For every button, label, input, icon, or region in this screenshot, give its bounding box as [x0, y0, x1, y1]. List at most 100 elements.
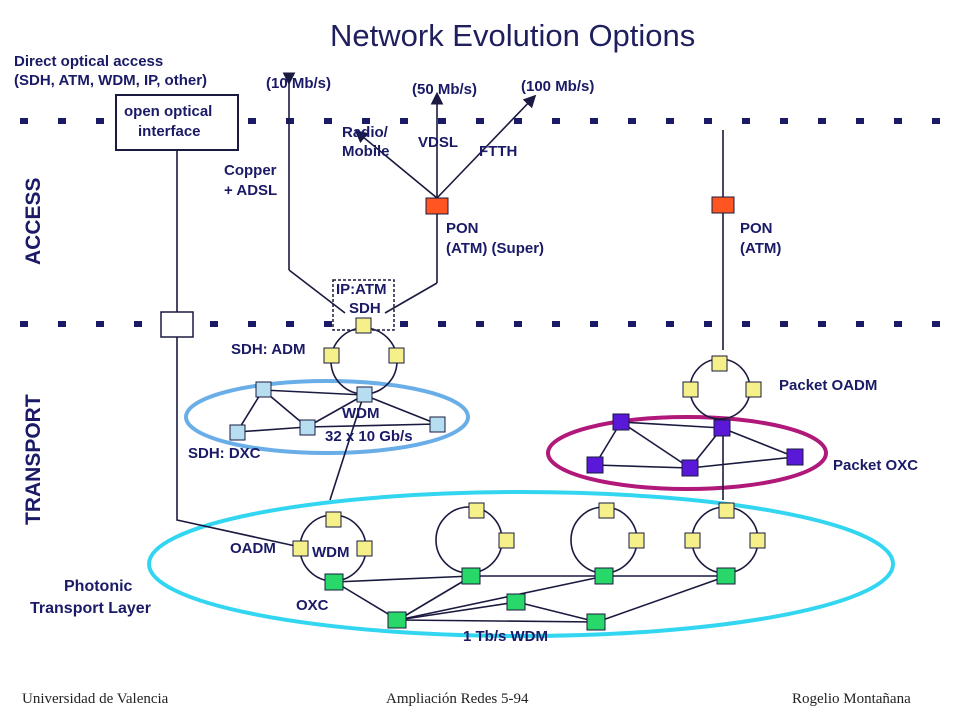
photonic-oadm-node	[292, 540, 309, 557]
photonic-oxc-node	[387, 611, 407, 629]
diagram-link	[620, 421, 691, 469]
diagram-link	[384, 282, 438, 314]
oadm-label: OADM	[230, 540, 276, 557]
photonic-oxc-node	[586, 613, 606, 631]
packet-oadm-node	[711, 355, 728, 372]
wdm-node	[229, 424, 246, 441]
packet-oxc-node	[612, 413, 630, 431]
open-optical-label: open optical	[124, 103, 213, 120]
pon-label: PON	[740, 220, 773, 237]
interface-node	[160, 311, 194, 338]
pon-super-label: PON	[446, 220, 479, 237]
rate-10-label: (10 Mb/s)	[266, 75, 332, 92]
packet-oxc-node	[586, 456, 604, 474]
vdsl-label: VDSL	[418, 134, 459, 151]
photonic-oadm-node	[718, 502, 735, 519]
rate-50-label: (50 Mb/s)	[412, 81, 478, 98]
diagram-link	[397, 601, 518, 621]
adsl-label: + ADSL	[224, 182, 278, 199]
open-optical-label-2: interface	[138, 123, 201, 140]
diagram-link	[689, 456, 796, 469]
photonic-oxc-node	[461, 567, 481, 585]
transport-section-label: TRANSPORT	[22, 394, 45, 525]
packet-oxc-node	[681, 459, 699, 477]
photonic-oxc-node	[716, 567, 736, 585]
packet-oadm-node	[682, 381, 699, 398]
diagram-link	[288, 269, 346, 314]
diagram-link	[397, 619, 598, 623]
footer-center: Ampliación Redes 5-94	[386, 691, 529, 707]
diagram-link	[436, 94, 537, 199]
photonic-oadm-node	[684, 532, 701, 549]
diagram-link	[363, 394, 438, 425]
sdh-dxc-label: SDH: DXC	[188, 445, 261, 462]
pon-type-label: (ATM)	[740, 240, 782, 257]
wdm-node	[429, 416, 446, 433]
access-section-label: ACCESS	[22, 177, 45, 265]
photonic-oadm-node	[628, 532, 645, 549]
page-title: Network Evolution Options	[330, 18, 696, 53]
diagram-link	[596, 575, 728, 623]
tbps-wdm-label: 1 Tb/s WDM	[463, 628, 548, 645]
footer-right: Rogelio Montañana	[792, 691, 911, 707]
diagram-link	[334, 575, 473, 583]
wdm-node	[255, 381, 272, 398]
pon-splitter	[711, 196, 735, 214]
packet-oxc-node	[786, 448, 804, 466]
packet-oxc-label: Packet OXC	[833, 457, 919, 474]
copper-label: Copper	[224, 162, 277, 179]
photonic-label: Photonic	[64, 578, 133, 595]
wdm-node	[356, 386, 373, 403]
direct-access-label: Direct optical access	[14, 53, 164, 70]
diagram-link	[397, 575, 473, 621]
photonic-oxc-node	[324, 573, 344, 591]
sdh-adm-node	[388, 347, 405, 364]
mobile-label: Mobile	[342, 143, 390, 160]
photonic-oxc-node	[594, 567, 614, 585]
diagram-link	[721, 427, 796, 458]
packet-oxc-node	[713, 419, 731, 437]
sdh-label: SDH	[349, 300, 381, 317]
wdm-node	[299, 419, 316, 436]
packet-oadm-label: Packet OADM	[779, 377, 878, 394]
diagram-link	[176, 337, 301, 548]
diagram-link	[306, 394, 365, 428]
wdm-photonic-label: WDM	[312, 544, 350, 561]
diagram-link	[620, 421, 723, 429]
ip-atm-label: IP:ATM	[336, 281, 387, 298]
open-optical-interface-box	[115, 94, 239, 151]
photonic-layer-ellipse	[147, 490, 895, 638]
photonic-oadm-node	[356, 540, 373, 557]
diagram-link	[516, 601, 598, 623]
sdh-adm-node	[355, 317, 372, 334]
photonic-oadm-node	[598, 502, 615, 519]
packet-oadm-node	[745, 381, 762, 398]
diagram-link	[306, 423, 438, 428]
footer-left: Universidad de Valencia	[22, 691, 169, 707]
diagram-link	[329, 393, 365, 501]
diagram-link	[236, 426, 308, 433]
photonic-oadm-node	[498, 532, 515, 549]
pon-super-type-label: (ATM) (Super)	[446, 240, 545, 257]
transport-layer-label: Transport Layer	[30, 600, 151, 617]
ftth-label: FTTH	[479, 143, 518, 160]
diagram-link	[262, 389, 365, 396]
wdm-capacity-label: 32 x 10 Gb/s	[325, 428, 413, 445]
diagram-link	[354, 129, 438, 199]
photonic-oadm-node	[749, 532, 766, 549]
packet-oxc-ellipse	[546, 415, 828, 491]
pon-super-splitter	[425, 197, 449, 215]
direct-access-types-label: (SDH, ATM, WDM, IP, other)	[14, 72, 208, 89]
wdm-label: WDM	[342, 405, 380, 422]
radio-label: Radio/	[342, 124, 388, 141]
diagram-link	[397, 575, 606, 621]
sdh-adm-node	[323, 347, 340, 364]
photonic-oadm-node	[468, 502, 485, 519]
oxc-label: OXC	[296, 597, 329, 614]
wdm-ring-ellipse	[184, 379, 470, 455]
photonic-oadm-node	[325, 511, 342, 528]
diagram-link	[594, 464, 691, 469]
rate-100-label: (100 Mb/s)	[521, 78, 595, 95]
